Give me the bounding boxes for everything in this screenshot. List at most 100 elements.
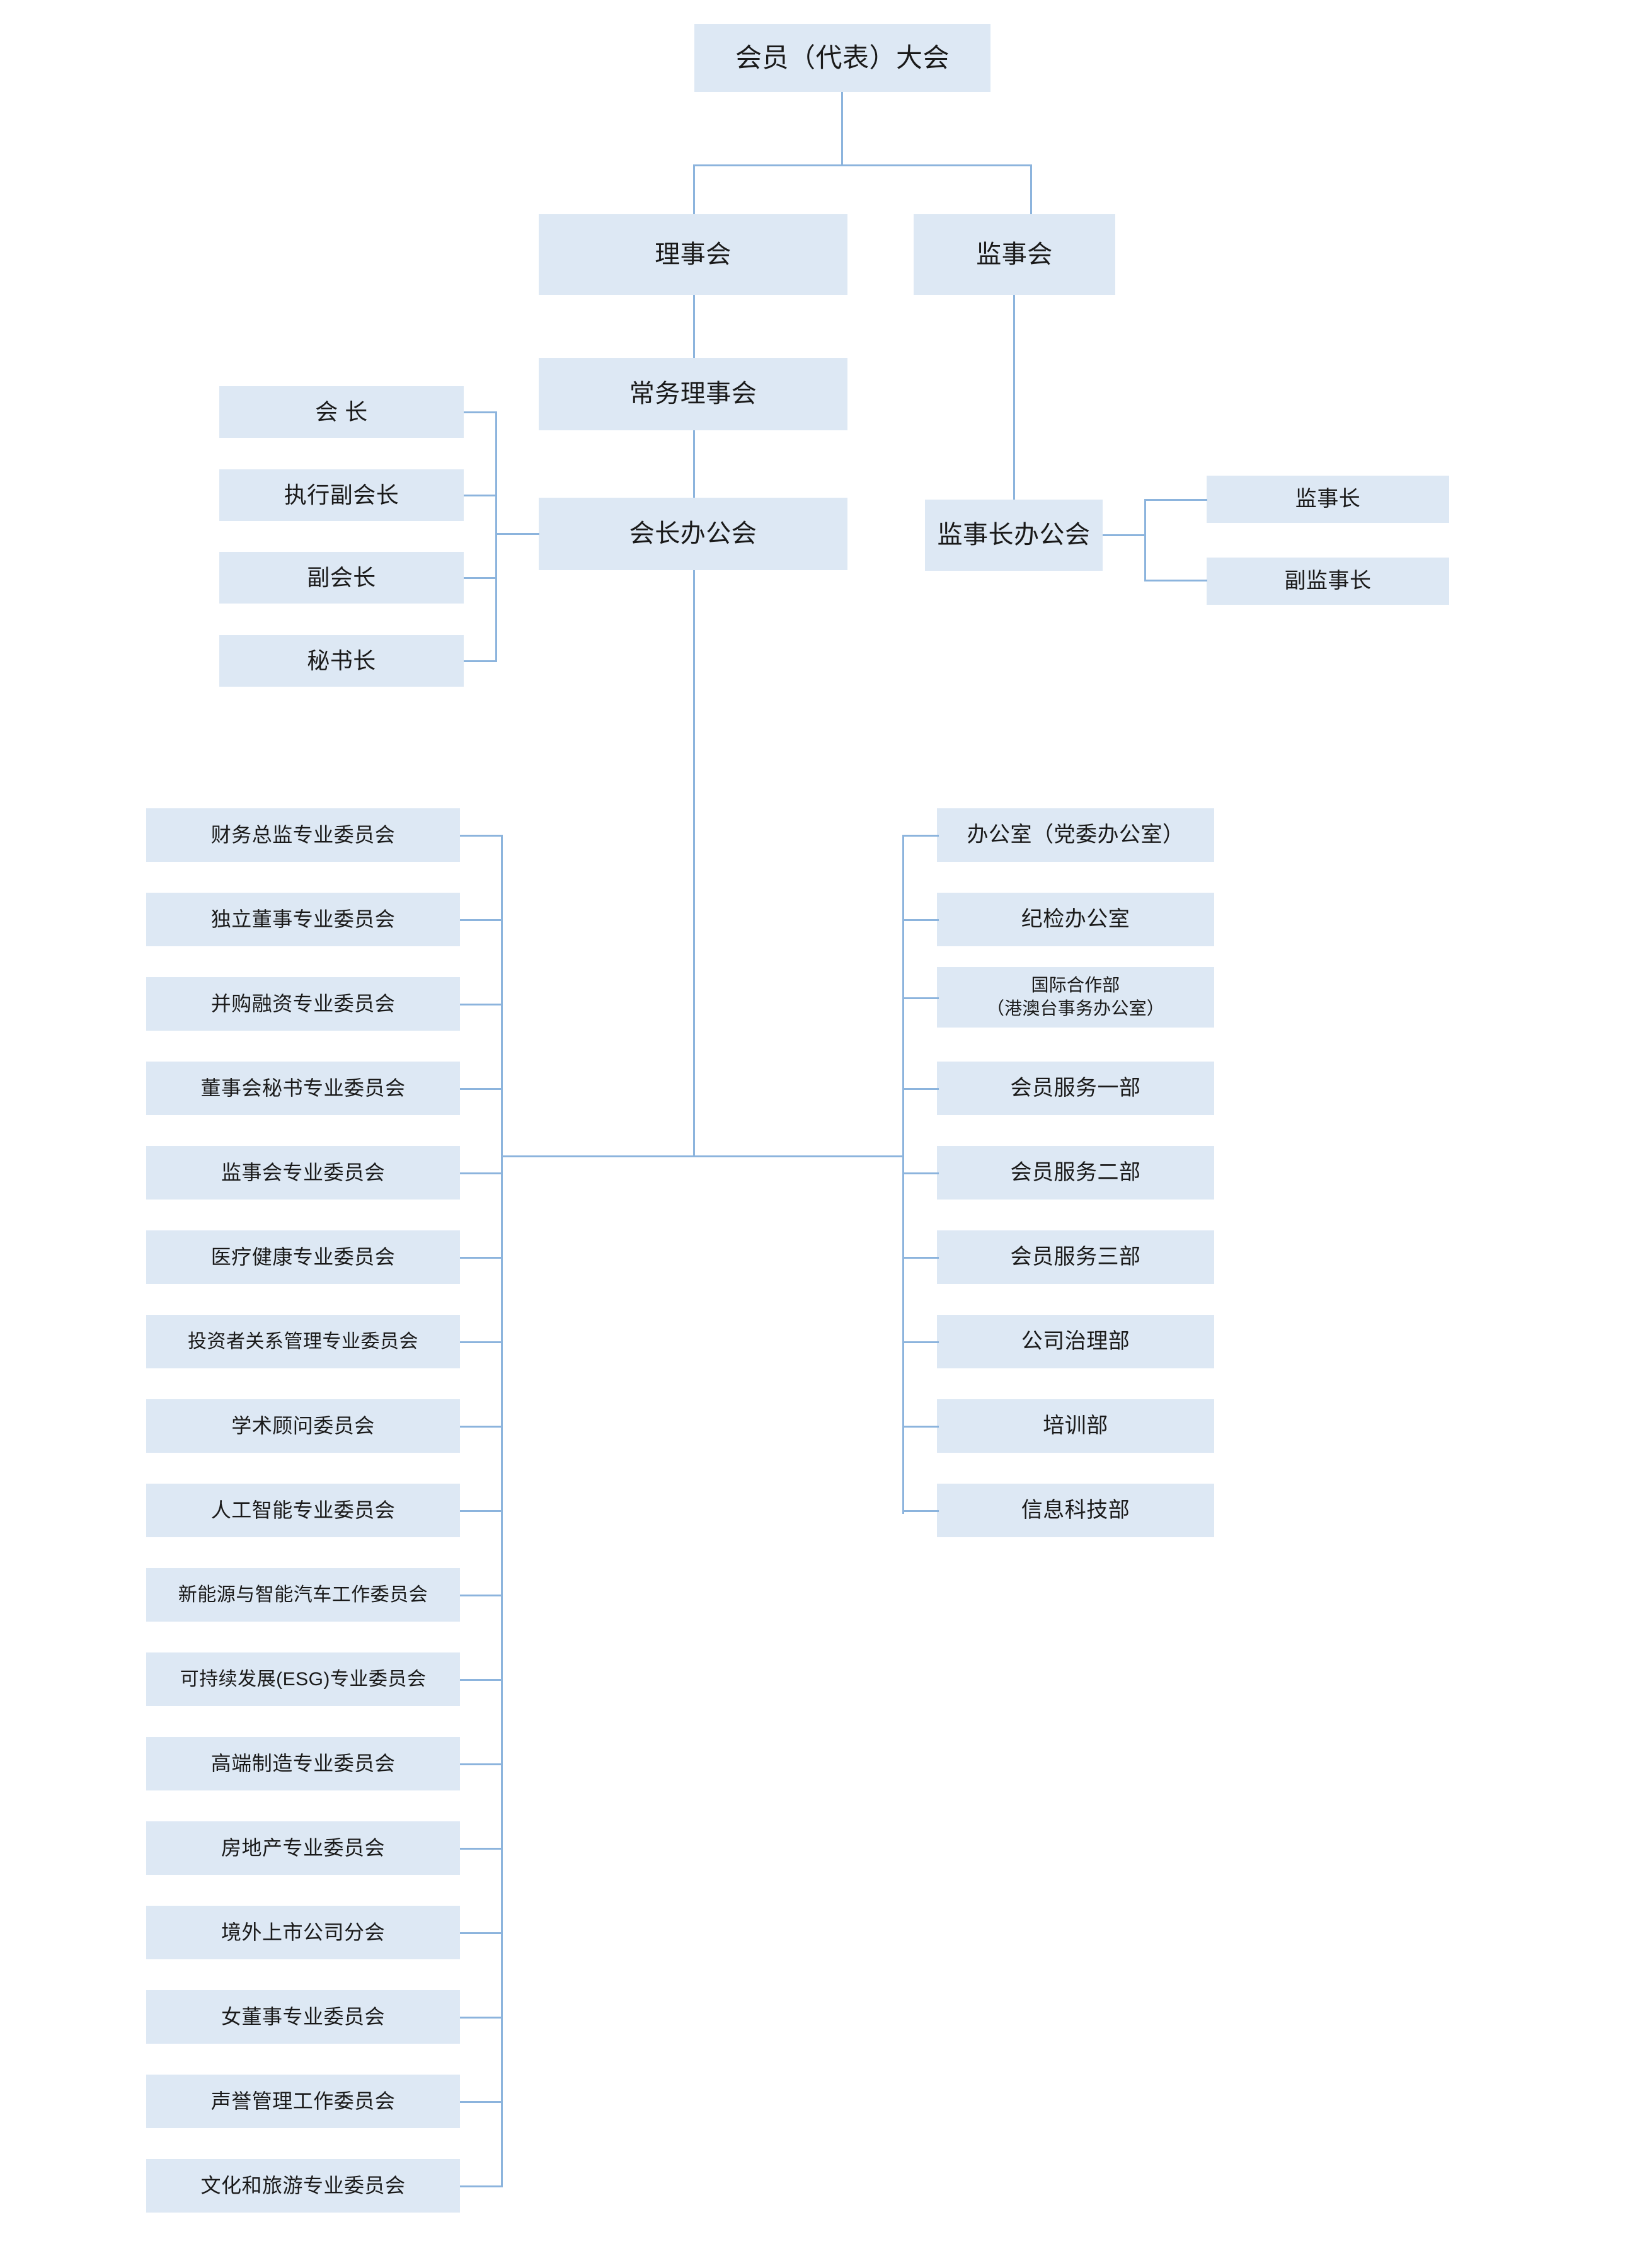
node-committee-2-label: 并购融资专业委员会 (210, 992, 396, 1016)
node-committee-13-label: 境外上市公司分会 (221, 1921, 385, 1944)
connector-supervisor-0-stub (1144, 499, 1207, 501)
node-committee-12[interactable]: 房地产专业委员会 (146, 1821, 460, 1875)
node-officer-2-label: 副会长 (307, 564, 376, 591)
node-officer-3-label: 秘书长 (307, 648, 376, 674)
node-committee-9[interactable]: 新能源与智能汽车工作委员会 (146, 1568, 460, 1622)
connector-department-3-stub (902, 1088, 939, 1090)
node-supervisory-board[interactable]: 监事会 (914, 214, 1115, 295)
node-officer-0-label: 会 长 (315, 399, 368, 425)
node-committee-11[interactable]: 高端制造专业委员会 (146, 1737, 460, 1790)
connector-department-7-stub (902, 1426, 939, 1428)
node-committee-15[interactable]: 声誉管理工作委员会 (146, 2075, 460, 2128)
node-committee-14-label: 女董事专业委员会 (221, 2005, 385, 2029)
node-chief-supervisor-office-meeting-label: 监事长办公会 (937, 521, 1091, 549)
node-officer-2[interactable]: 副会长 (219, 552, 464, 604)
connector-committee-7-stub (460, 1426, 503, 1428)
connector-committee-6-stub (460, 1341, 503, 1343)
node-committee-2[interactable]: 并购融资专业委员会 (146, 977, 460, 1031)
connector-committee-8-stub (460, 1510, 503, 1512)
connector-officers-rail (495, 411, 497, 661)
connector-officer-2-stub (464, 577, 497, 579)
node-committee-4[interactable]: 监事会专业委员会 (146, 1146, 460, 1200)
node-committee-6-label: 投资者关系管理专业委员会 (188, 1331, 418, 1352)
node-department-3[interactable]: 会员服务一部 (937, 1062, 1214, 1115)
connector-committee-14-stub (460, 2017, 503, 2019)
node-officer-3[interactable]: 秘书长 (219, 635, 464, 687)
node-committee-6[interactable]: 投资者关系管理专业委员会 (146, 1315, 460, 1368)
node-committee-1-label: 独立董事专业委员会 (210, 908, 396, 931)
node-committee-8[interactable]: 人工智能专业委员会 (146, 1484, 460, 1537)
node-department-2-label-line1: 国际合作部 (1031, 975, 1120, 995)
node-committee-5-label: 医疗健康专业委员会 (210, 1246, 396, 1269)
node-assembly[interactable]: 会员（代表）大会 (694, 24, 990, 92)
node-supervisor-1[interactable]: 副监事长 (1207, 558, 1449, 605)
connector-committee-13-stub (460, 1932, 503, 1934)
node-department-6[interactable]: 公司治理部 (937, 1315, 1214, 1368)
node-department-1-label: 纪检办公室 (1021, 907, 1130, 932)
node-committee-13[interactable]: 境外上市公司分会 (146, 1906, 460, 1959)
node-committee-10[interactable]: 可持续发展(ESG)专业委员会 (146, 1652, 460, 1706)
node-committee-16-label: 文化和旅游专业委员会 (200, 2174, 406, 2197)
connector-council-drop (693, 164, 695, 219)
connector-officer-1-stub (464, 495, 497, 496)
connector-committee-2-stub (460, 1004, 503, 1005)
connector-standing-to-president-office (693, 430, 695, 498)
connector-department-1-stub (902, 919, 939, 921)
node-department-7[interactable]: 培训部 (937, 1399, 1214, 1453)
connector-main-trunk (693, 570, 695, 1157)
node-council[interactable]: 理事会 (539, 214, 847, 295)
connector-officers-to-president-office (495, 533, 539, 535)
connector-department-6-stub (902, 1341, 939, 1343)
node-committee-5[interactable]: 医疗健康专业委员会 (146, 1230, 460, 1284)
node-department-1[interactable]: 纪检办公室 (937, 893, 1214, 946)
node-committee-14[interactable]: 女董事专业委员会 (146, 1990, 460, 2044)
node-committee-0[interactable]: 财务总监专业委员会 (146, 808, 460, 862)
node-committee-7[interactable]: 学术顾问委员会 (146, 1399, 460, 1453)
node-committee-15-label: 声誉管理工作委员会 (210, 2090, 396, 2113)
node-committee-4-label: 监事会专业委员会 (221, 1161, 385, 1184)
connector-assembly-stem (841, 92, 843, 166)
node-supervisory-board-label: 监事会 (976, 240, 1053, 268)
node-department-6-label: 公司治理部 (1021, 1329, 1130, 1354)
connector-committee-3-stub (460, 1088, 503, 1090)
node-committee-1[interactable]: 独立董事专业委员会 (146, 893, 460, 946)
node-committee-10-label: 可持续发展(ESG)专业委员会 (180, 1668, 427, 1690)
node-committee-16[interactable]: 文化和旅游专业委员会 (146, 2159, 460, 2213)
node-department-2[interactable]: 国际合作部 （港澳台事务办公室） (937, 967, 1214, 1028)
connector-department-8-stub (902, 1510, 939, 1512)
node-president-office-meeting-label: 会长办公会 (629, 520, 757, 548)
connector-committees-rail (501, 835, 503, 2065)
node-supervisor-0[interactable]: 监事长 (1207, 476, 1449, 523)
connector-committee-5-stub (460, 1257, 503, 1259)
connector-committee-12-stub (460, 1848, 503, 1850)
node-department-8[interactable]: 信息科技部 (937, 1484, 1214, 1537)
connector-council-to-standing (693, 295, 695, 358)
connector-department-5-stub (902, 1257, 939, 1259)
node-department-4[interactable]: 会员服务二部 (937, 1146, 1214, 1200)
node-president-office-meeting[interactable]: 会长办公会 (539, 498, 847, 570)
connector-committee-0-stub (460, 835, 503, 837)
node-department-7-label: 培训部 (1043, 1414, 1108, 1438)
node-committee-3-label: 董事会秘书专业委员会 (200, 1077, 406, 1100)
node-officer-1[interactable]: 执行副会长 (219, 469, 464, 521)
node-standing-council[interactable]: 常务理事会 (539, 358, 847, 430)
connector-tier2-bus (693, 164, 1032, 166)
node-standing-council-label: 常务理事会 (629, 380, 757, 408)
connector-department-4-stub (902, 1172, 939, 1174)
connector-supervisor-1-stub (1144, 580, 1207, 581)
node-committee-7-label: 学术顾问委员会 (231, 1414, 375, 1438)
connector-supervisory-drop (1030, 164, 1032, 219)
node-chief-supervisor-office-meeting[interactable]: 监事长办公会 (925, 500, 1103, 571)
connector-departments-rail (902, 835, 904, 1514)
node-department-0[interactable]: 办公室（党委办公室） (937, 808, 1214, 862)
node-committee-9-label: 新能源与智能汽车工作委员会 (178, 1584, 428, 1605)
node-assembly-label: 会员（代表）大会 (735, 43, 950, 73)
node-department-4-label: 会员服务二部 (1010, 1160, 1141, 1185)
connector-committee-1-stub (460, 919, 503, 921)
node-supervisor-1-label: 副监事长 (1284, 569, 1372, 593)
node-committee-3[interactable]: 董事会秘书专业委员会 (146, 1062, 460, 1115)
node-officer-0[interactable]: 会 长 (219, 386, 464, 438)
connector-office-to-supervisors (1103, 534, 1145, 536)
node-department-5[interactable]: 会员服务三部 (937, 1230, 1214, 1284)
